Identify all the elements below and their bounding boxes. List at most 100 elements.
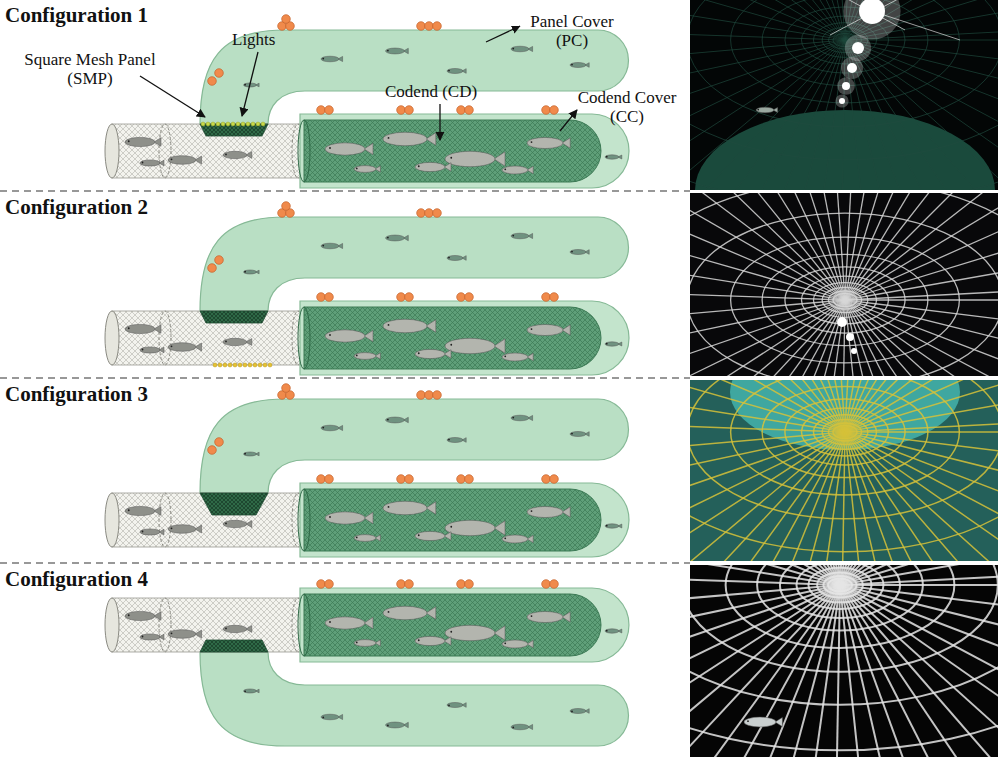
row-separator — [0, 190, 690, 191]
fish-eye — [450, 526, 452, 528]
fish-icon — [415, 531, 451, 540]
fish-icon — [168, 343, 202, 352]
fish-icon — [321, 56, 343, 62]
fish-eye — [322, 245, 324, 247]
fish-body — [325, 330, 365, 342]
fish-icon — [325, 617, 373, 629]
panel-cover-group — [200, 202, 628, 311]
fish-body — [168, 630, 196, 639]
net-twine — [785, 399, 905, 465]
fish-body — [223, 520, 247, 527]
fish-tail — [364, 143, 373, 154]
codend-cover — [300, 114, 629, 188]
net-twine — [690, 0, 998, 127]
fish-body — [386, 235, 405, 241]
fish-icon — [415, 162, 451, 171]
fish-body — [383, 319, 427, 333]
codend — [304, 120, 601, 182]
float-buoy — [417, 391, 426, 400]
fish-body — [244, 452, 257, 456]
lamp — [846, 333, 854, 341]
fish-eye — [448, 439, 450, 441]
float-buoy — [457, 475, 466, 484]
fish-eye — [512, 727, 514, 729]
fish-icon — [125, 506, 161, 515]
fish-icon — [383, 606, 436, 620]
square-mesh-panel — [200, 493, 268, 515]
leader-arrow — [439, 104, 440, 140]
net-twine — [845, 193, 998, 300]
light-dot — [258, 363, 262, 367]
square-mesh-panel — [200, 311, 268, 323]
net-twine — [845, 193, 998, 300]
fish-eye — [387, 50, 389, 52]
float-buoy — [325, 475, 334, 484]
light-dot — [243, 363, 247, 367]
net-twine — [833, 425, 857, 438]
fish-body — [383, 501, 427, 515]
fish-eye — [571, 64, 573, 66]
net-twine — [845, 432, 939, 561]
fish-body — [321, 425, 339, 431]
panel-cover — [200, 399, 628, 493]
net-twine — [796, 565, 883, 609]
net-twine — [757, 565, 923, 631]
fish-body — [447, 703, 463, 708]
fish-icon — [354, 535, 380, 542]
fish-tail — [426, 502, 436, 515]
net-twine — [828, 423, 861, 441]
smp-group — [200, 640, 268, 652]
net-twine — [690, 380, 998, 561]
net-twine — [731, 380, 960, 495]
fish-icon — [325, 143, 373, 155]
fish-icon — [415, 636, 451, 645]
fish-body — [511, 724, 529, 730]
fish-eye — [388, 611, 390, 613]
fish-body — [325, 512, 365, 524]
float-buoy — [405, 580, 414, 589]
fish-eye — [757, 109, 759, 111]
float-buoy — [465, 475, 474, 484]
net-twine — [690, 40, 845, 190]
fish-body — [140, 160, 160, 166]
fish-body — [223, 338, 247, 345]
fish-body — [445, 338, 495, 353]
fish-tail — [364, 330, 373, 341]
float-buoy — [282, 384, 291, 393]
fish-icon — [386, 417, 409, 423]
net-twine — [801, 276, 888, 324]
net-twine — [828, 578, 852, 591]
fish-eye — [329, 147, 331, 149]
extension-net — [112, 493, 302, 547]
fish-body — [527, 506, 563, 517]
fish-eye — [448, 70, 450, 72]
float-buoy — [542, 293, 551, 302]
fish-icon — [354, 640, 380, 647]
net-twine — [845, 432, 889, 561]
fish-eye — [571, 251, 573, 253]
configuration-title: Configuration 4 — [5, 568, 148, 592]
fish-body — [502, 640, 528, 648]
fish-icon — [125, 611, 161, 620]
light-dot — [253, 363, 257, 367]
fish-body — [445, 520, 495, 535]
fish-icon — [354, 166, 380, 173]
fish-body — [354, 535, 376, 542]
panel-cover-group — [200, 384, 628, 493]
fish-eye — [450, 631, 452, 633]
fish-icon — [321, 714, 343, 720]
fish-icon — [383, 132, 436, 146]
net-twine — [731, 237, 960, 363]
net-twine — [845, 193, 998, 300]
fish-eye — [244, 84, 246, 86]
net-twine — [780, 565, 900, 618]
fish-eye — [225, 154, 227, 156]
codend-cover — [300, 483, 629, 557]
fish-body — [605, 342, 619, 346]
fish-body — [386, 417, 405, 423]
fish-eye — [329, 516, 331, 518]
net-twine — [845, 300, 889, 376]
fish-body — [223, 151, 247, 158]
fish-eye — [356, 642, 358, 644]
